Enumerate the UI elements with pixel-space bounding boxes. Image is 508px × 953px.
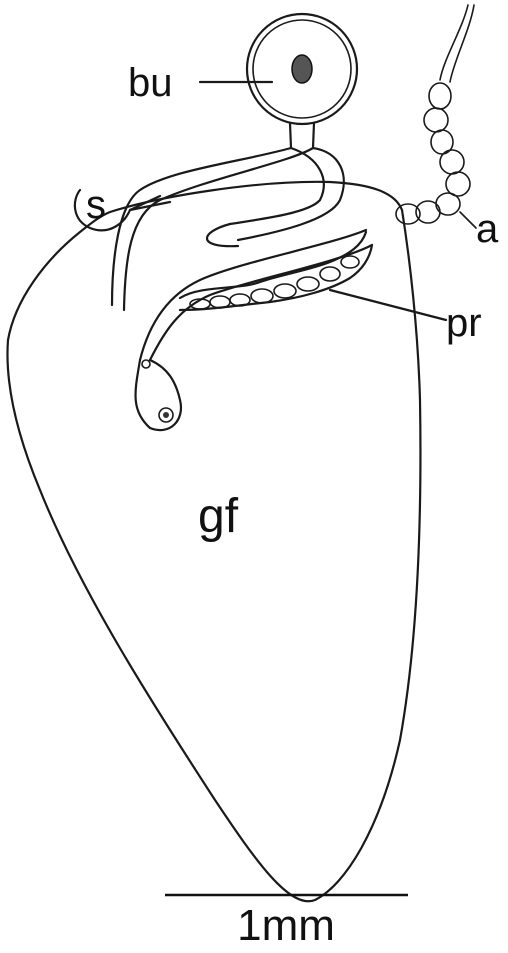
scale-bar-label: 1mm bbox=[237, 901, 335, 950]
label-s: s bbox=[86, 183, 106, 227]
label-bu: bu bbox=[128, 61, 173, 105]
appendage-structure bbox=[396, 5, 474, 224]
label-a: a bbox=[476, 207, 499, 251]
label-gf: gf bbox=[198, 490, 239, 543]
beaded-structure bbox=[180, 232, 372, 310]
duct-system bbox=[112, 148, 372, 430]
scale-bar: 1mm bbox=[165, 895, 408, 950]
label-pr: pr bbox=[446, 301, 482, 345]
